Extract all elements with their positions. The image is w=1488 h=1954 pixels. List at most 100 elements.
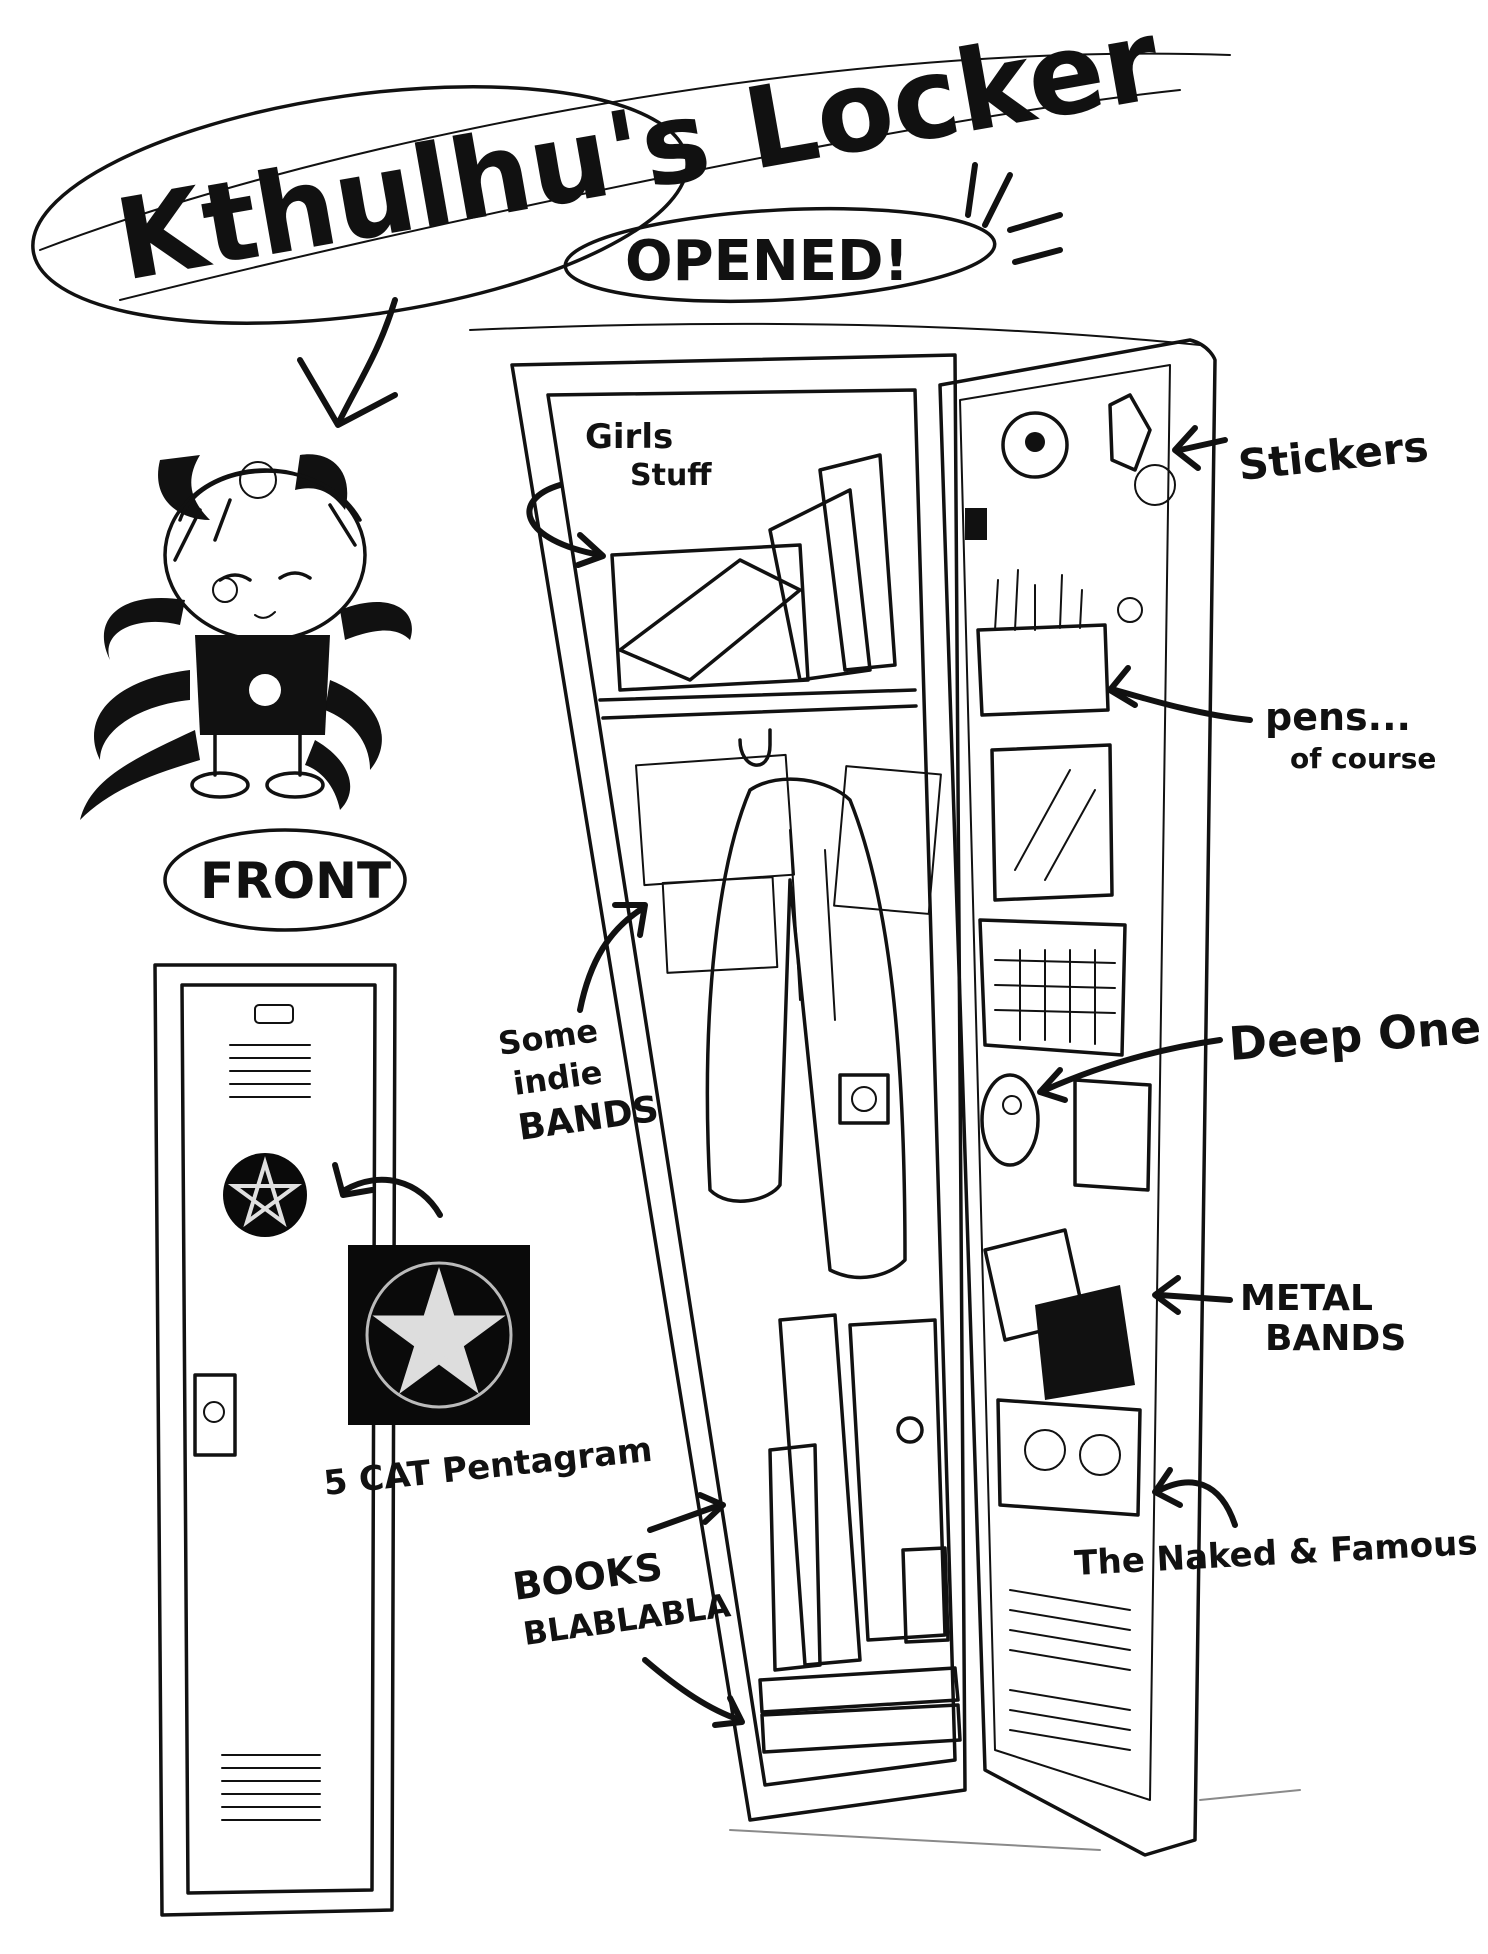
pens-arrow-head: [1107, 665, 1138, 708]
locker-body-frame: [510, 353, 967, 1822]
binder: [778, 1313, 862, 1667]
locker-outer-frame: [153, 963, 397, 1917]
girls-stuff-arrow-head: [575, 532, 606, 568]
naked-famous-poster: [996, 1398, 1142, 1517]
tentacle: [80, 730, 200, 820]
title-swoosh-line-2: [119, 89, 1181, 301]
door-vents: [1009, 1589, 1131, 1751]
calendar-grid: [994, 949, 1116, 1045]
tentacle: [103, 598, 185, 660]
book-stack: [760, 1703, 962, 1754]
pentagram-caption: 5 CAT Pentagram: [322, 1430, 654, 1504]
pens: [994, 569, 1083, 631]
top-shelf: [598, 688, 918, 720]
door-mirror: [990, 743, 1114, 902]
wall-line: [469, 322, 1201, 346]
indie-poster: [634, 753, 796, 887]
pentagram-star: [372, 1266, 506, 1394]
top-vents: [229, 1044, 311, 1098]
pentagram-arrow: [342, 1176, 443, 1218]
left-horn: [158, 455, 210, 520]
locker-interior: [546, 388, 957, 1787]
small-book: [901, 1546, 950, 1644]
coat-hook: [738, 728, 772, 767]
books-arrow-down-head: [712, 1695, 745, 1728]
title-arrow-shaft: [337, 297, 398, 423]
tentacle: [94, 670, 190, 760]
front-ellipse: [163, 828, 407, 932]
hanging-jacket: [705, 777, 907, 1280]
pen-magnet: [1117, 597, 1143, 623]
title-ellipse: [31, 85, 689, 325]
deep-one-arrow: [1042, 1037, 1223, 1093]
emphasis-stroke: [1007, 212, 1063, 233]
sticker-small: [965, 508, 987, 540]
metal-poster-dark: [1035, 1285, 1135, 1400]
pen-holder: [976, 623, 1110, 717]
label-metal-1: METAL: [1240, 1278, 1373, 1319]
naked-famous-arrow: [1157, 1479, 1238, 1528]
closed-locker: [153, 963, 397, 1917]
poster-face: [1079, 1434, 1121, 1476]
emphasis-stroke: [1012, 247, 1063, 265]
label-pens: pens...: [1265, 695, 1411, 739]
pentagram-circle: [365, 1261, 513, 1409]
tentacle: [340, 601, 412, 640]
books-arrow-down: [642, 1657, 743, 1723]
chibi-kthulhu: [80, 454, 412, 820]
emphasis-stroke: [982, 172, 1013, 228]
girls-stuff-arrow: [526, 482, 603, 558]
naked-famous-arrow-head: [1152, 1467, 1183, 1508]
eyes: [218, 571, 312, 582]
indie-poster: [661, 876, 779, 974]
sticker-skull: [1134, 464, 1176, 506]
left-shoe: [190, 771, 250, 799]
open-door: [938, 338, 1217, 1857]
book-standing: [768, 1443, 822, 1672]
stickers-arrow: [1177, 437, 1228, 453]
annotations: Girls Stuff Stickers pens... of course S…: [496, 417, 1483, 1728]
indie-arrow-head: [612, 902, 648, 938]
jacket-patch: [838, 1073, 890, 1125]
label-metal-2: BANDS: [1265, 1318, 1406, 1359]
title-arrow-head: [297, 357, 398, 428]
opened-ellipse: [563, 206, 997, 304]
pens-arrow: [1112, 687, 1253, 723]
pentagram-sticker: [223, 1153, 307, 1237]
shelf-book-lying: [618, 558, 802, 682]
pentagram-arrow-head: [332, 1162, 375, 1198]
locker-lock: [203, 1401, 225, 1423]
floor-lines: [729, 1789, 1301, 1851]
hair-strands: [173, 469, 362, 562]
shelf-book: [768, 488, 872, 682]
calendar: [978, 918, 1127, 1057]
door-inner-panel: [959, 364, 1171, 1801]
shelf-book: [818, 453, 897, 672]
label-stickers: Stickers: [1236, 421, 1431, 490]
nameplate-slot: [254, 1004, 294, 1024]
poster-face: [1024, 1429, 1066, 1471]
shirt-skull-print: [249, 674, 281, 706]
tentacle: [325, 680, 382, 770]
bottom-vents: [221, 1754, 321, 1821]
jacket-patch-face: [851, 1086, 877, 1112]
open-locker: [469, 322, 1217, 1857]
sticker-eyeball: [1001, 411, 1069, 479]
label-girls-stuff-1: Girls: [585, 417, 673, 457]
legs: [213, 733, 302, 777]
metal-arrow: [1157, 1292, 1233, 1303]
indie-arrow: [577, 907, 643, 1013]
deep-one-arrow-head: [1037, 1067, 1068, 1103]
front-label: FRONT: [200, 852, 391, 910]
cheek-mark: [212, 577, 238, 603]
label-indie-2: indie: [511, 1053, 605, 1103]
ahoge-curl: [239, 461, 277, 499]
right-shoe: [265, 771, 325, 799]
locker-handle: [193, 1373, 237, 1457]
title-swoosh-line: [39, 52, 1231, 251]
pentagram-sticker-star: [227, 1156, 303, 1228]
sticker-rock-hand: [1108, 393, 1152, 472]
binder: [848, 1318, 947, 1642]
label-girls-stuff-2: Stuff: [630, 458, 712, 493]
